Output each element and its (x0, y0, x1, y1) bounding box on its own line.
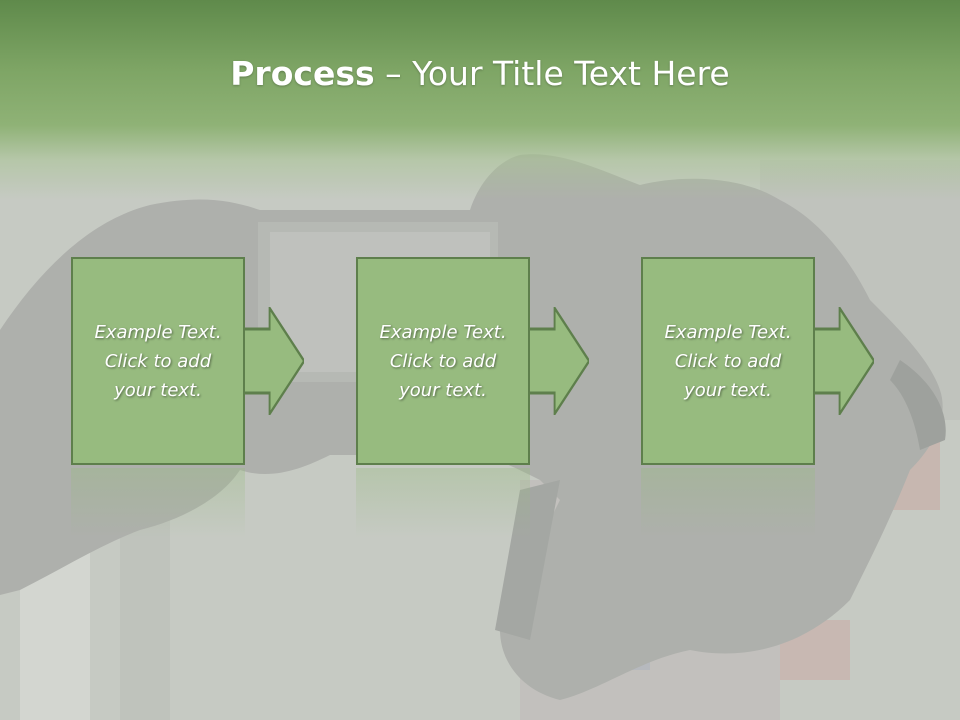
title-band (0, 0, 960, 200)
slide-title[interactable]: Process – Your Title Text Here (0, 52, 960, 96)
step-1-text: Example Text. Click to add your text. (94, 321, 222, 401)
process-step-2[interactable]: Example Text. Click to add your text. (356, 257, 530, 465)
right-arrow-icon (244, 307, 304, 415)
step-3-text: Example Text. Click to add your text. (664, 321, 792, 401)
title-bold-text: Process (230, 54, 375, 93)
step-3-reflection (641, 468, 815, 538)
title-rest-text: – Your Title Text Here (374, 54, 730, 93)
process-step-1[interactable]: Example Text. Click to add your text. (71, 257, 245, 465)
process-step-3[interactable]: Example Text. Click to add your text. (641, 257, 815, 465)
right-arrow-icon (814, 307, 874, 415)
right-arrow-icon (529, 307, 589, 415)
step-2-text: Example Text. Click to add your text. (379, 321, 507, 401)
step-1-reflection (71, 468, 245, 538)
step-2-reflection (356, 468, 530, 538)
